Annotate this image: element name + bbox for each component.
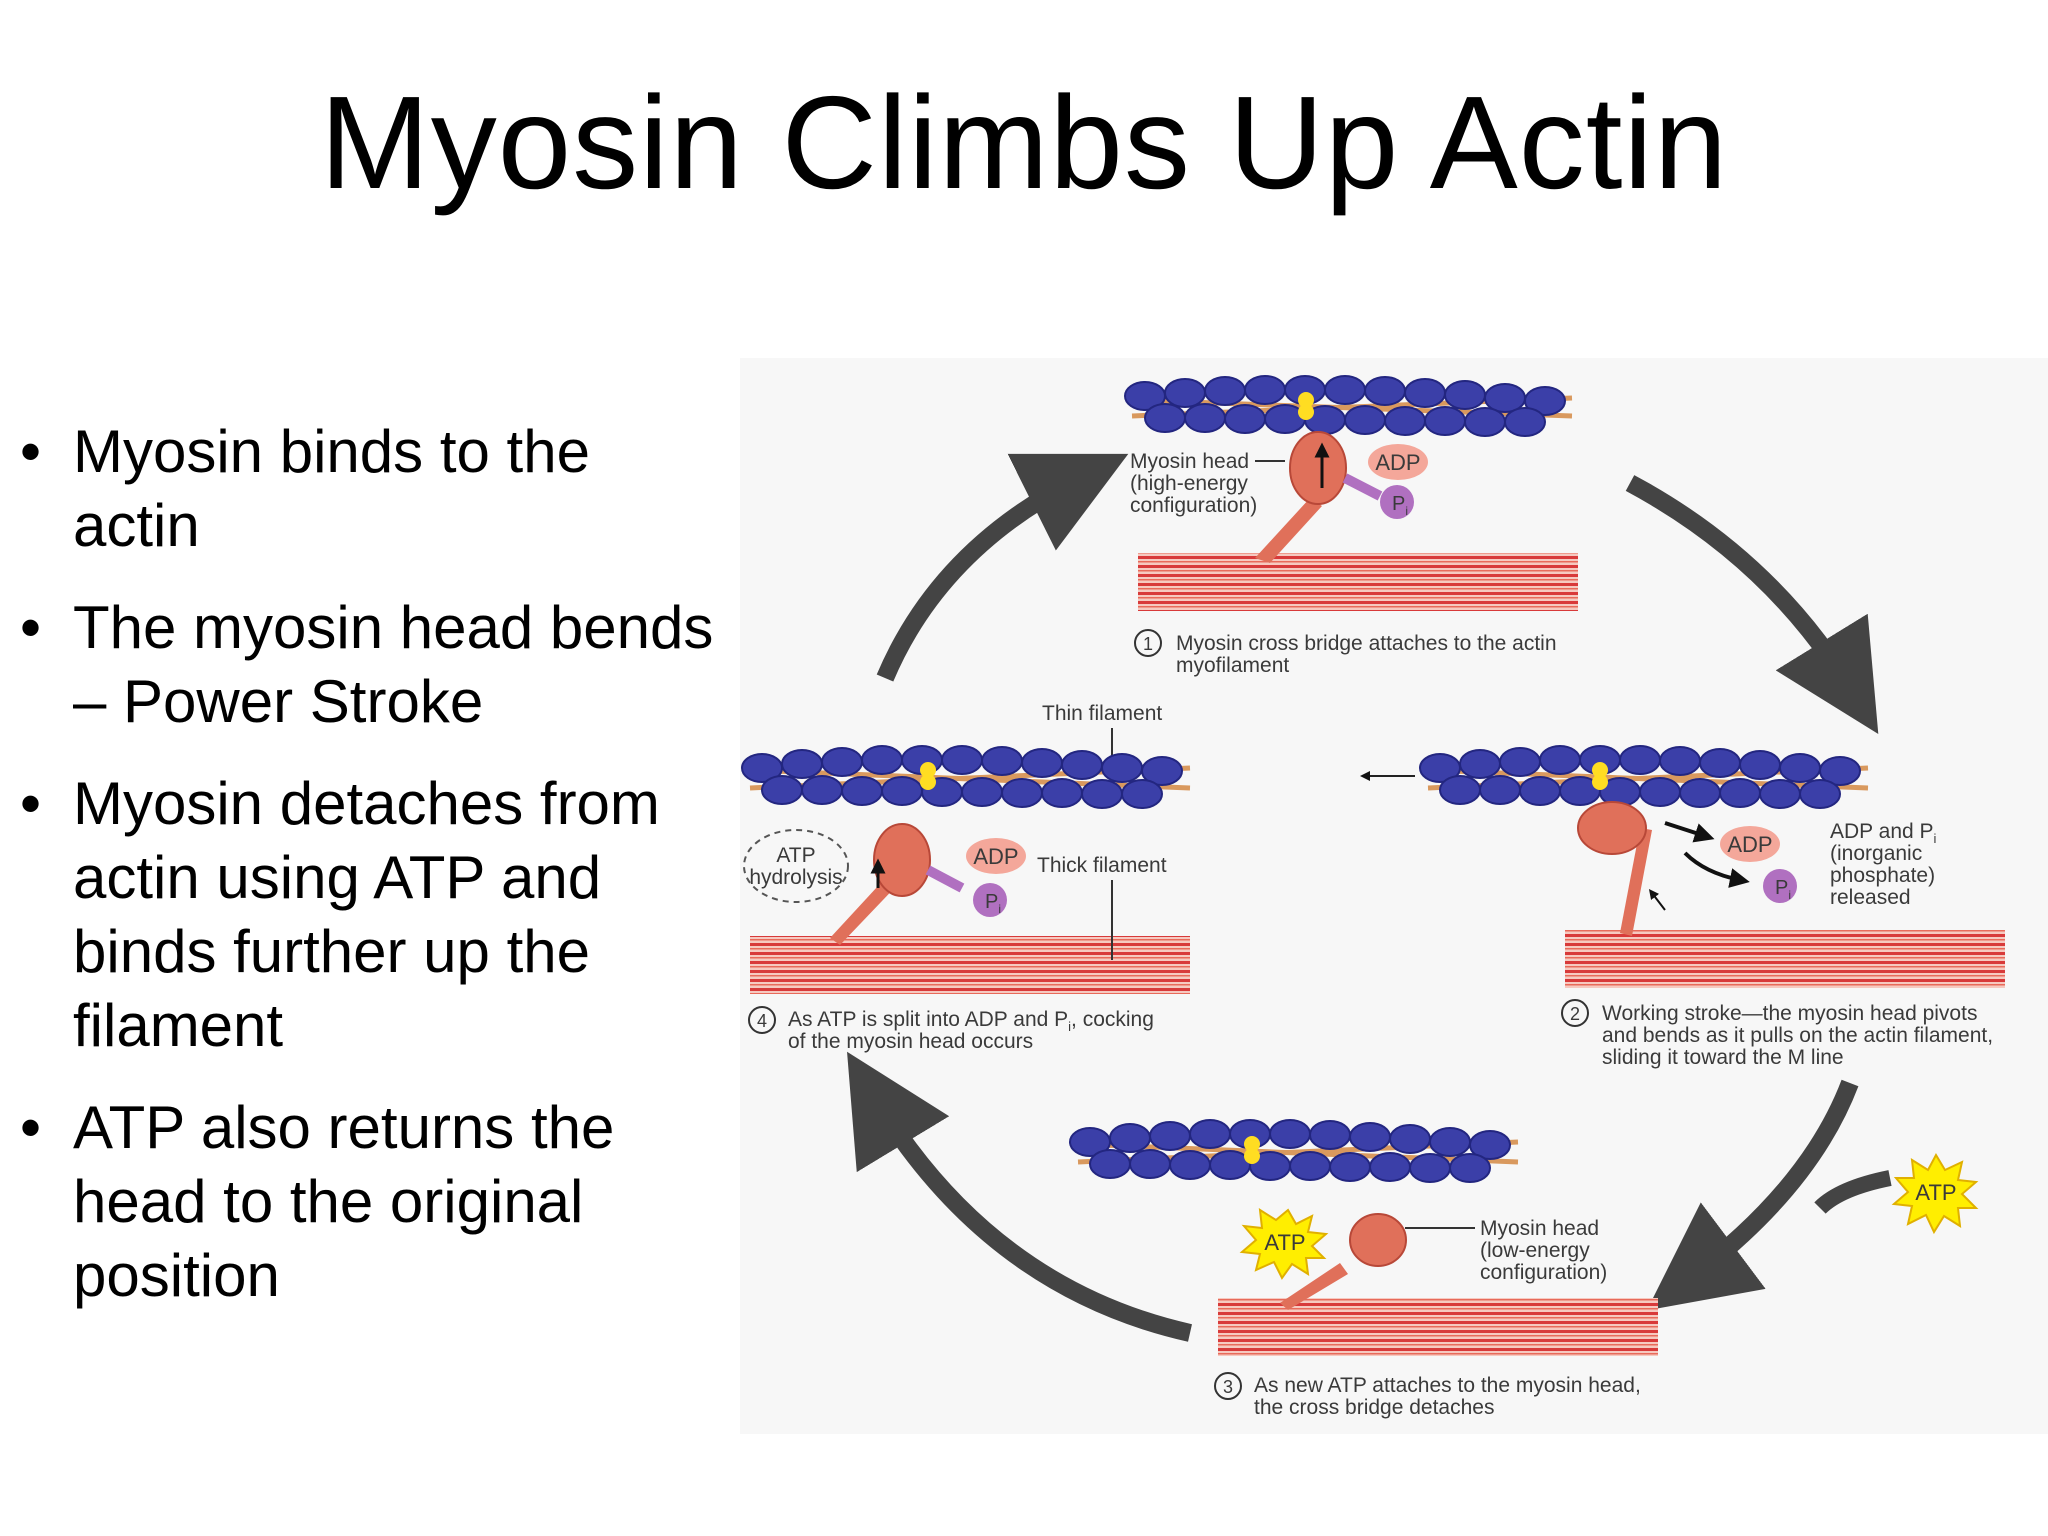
atp-star-icon (1891, 1152, 1979, 1235)
myosin-head (873, 823, 931, 897)
thin-filament (741, 745, 1191, 809)
thick-filament (1138, 553, 1578, 611)
release-label: phosphate) (1830, 864, 1935, 887)
pi-label: Pi (1775, 877, 1791, 902)
bullet-dot-icon: • (20, 594, 42, 661)
myosin-neck (830, 873, 902, 945)
step3-caption: As new ATP attaches to the myosin head, (1254, 1374, 1641, 1397)
head-label: configuration) (1480, 1261, 1607, 1284)
myosin-neck (1280, 1263, 1348, 1310)
myosin-head (1349, 1213, 1407, 1267)
step-number: 4 (757, 1011, 767, 1031)
release-label: (inorganic (1830, 842, 1922, 865)
release-arrow-icon (1683, 851, 1750, 888)
bullet-item: • Myosin detaches from actin using ATP an… (20, 767, 720, 1063)
step-number-badge (1134, 629, 1162, 657)
step-number: 1 (1143, 634, 1153, 654)
step2-caption: sliding it toward the M line (1602, 1046, 1844, 1069)
pi-link (925, 865, 965, 893)
adp-label: ADP (1375, 450, 1420, 475)
step-number-badge (1561, 999, 1589, 1027)
pi-bubble (1763, 869, 1797, 903)
atp-entry-arrow (1814, 1170, 1892, 1214)
step1-panel: ADP Pi Myosin head (high-energy configur… (1124, 375, 1578, 677)
step3-caption: the cross bridge detaches (1254, 1396, 1494, 1419)
step3-panel: ATP Myosin head (low-energy configuratio… (1069, 1119, 1658, 1419)
head-label: Myosin head (1480, 1217, 1599, 1240)
release-arrow-icon (1664, 821, 1715, 843)
myosin-head (1577, 801, 1647, 855)
myosin-head (1289, 431, 1347, 505)
hydrolysis-label: ATP (776, 844, 815, 867)
pivot-arrow-icon (1648, 889, 1666, 911)
step4-caption: of the myosin head occurs (788, 1030, 1033, 1053)
bullet-item: • ATP also returns the head to the origin… (20, 1091, 720, 1313)
bullet-text: Myosin detaches from actin using ATP and… (73, 770, 660, 1059)
head-label: configuration) (1130, 494, 1257, 517)
atp-star-icon (1239, 1208, 1329, 1280)
hydrolysis-label: hydrolysis (749, 866, 842, 889)
atp-label: ATP (1264, 1230, 1305, 1255)
head-label: (high-energy (1130, 472, 1248, 495)
myosin-neck (1620, 828, 1652, 936)
cycle-arrow (847, 1051, 1192, 1342)
thick-filament (750, 936, 1190, 994)
release-label: ADP and Pi (1830, 820, 1937, 846)
thin-filament (1124, 375, 1573, 437)
adp-label: ADP (973, 844, 1018, 869)
step2-caption: and bends as it pulls on the actin filam… (1602, 1024, 1993, 1047)
bullet-list: • Myosin binds to the actin • The myosin h… (20, 415, 720, 1341)
step-number-badge (748, 1006, 776, 1034)
hydrolysis-bubble (743, 829, 849, 903)
cycle-arrow (876, 453, 1129, 682)
step-number: 2 (1570, 1004, 1580, 1024)
bullet-dot-icon: • (20, 1094, 42, 1161)
thin-filament-label: Thin filament (1042, 702, 1162, 725)
cross-bridge-cycle-svg: ADP Pi Myosin head (high-energy configur… (741, 375, 2005, 1419)
step2-caption: Working stroke—the myosin head pivots (1602, 1002, 1977, 1025)
cycle-arrow (1646, 1079, 1859, 1311)
pi-label: Pi (985, 891, 1001, 916)
slide-title: Myosin Climbs Up Actin (319, 69, 1729, 216)
release-label: released (1830, 886, 1911, 909)
pi-link (1342, 473, 1383, 501)
thin-filament (1419, 745, 1869, 809)
thick-filament (1565, 930, 2005, 988)
head-label: (low-energy (1480, 1239, 1590, 1262)
step4-caption: As ATP is split into ADP and Pi, cocking (788, 1008, 1154, 1034)
cross-bridge-cycle-figure: ADP Pi Myosin head (high-energy configur… (740, 358, 2048, 1434)
bullet-text: ATP also returns the head to the origina… (73, 1094, 615, 1309)
atp-label: ATP (1915, 1180, 1956, 1205)
adp-bubble (1720, 826, 1780, 862)
bullet-text: Myosin binds to the actin (73, 418, 590, 559)
thick-filament (1218, 1298, 1658, 1356)
myosin-neck (1255, 498, 1322, 563)
step4-panel: Thin filament ATP hydrolysis ADP Pi Thic… (741, 702, 1191, 1053)
pi-label: Pi (1392, 493, 1408, 518)
adp-bubble (966, 838, 1026, 874)
pi-bubble (1380, 485, 1414, 519)
thick-filament-label: Thick filament (1037, 854, 1167, 877)
step1-caption: myofilament (1176, 654, 1289, 677)
bullet-text: The myosin head bends – Power Stroke (73, 594, 714, 735)
thin-filament (1069, 1119, 1519, 1183)
step-number-badge (1214, 1372, 1242, 1400)
step2-panel: ADP Pi ADP and Pi (inorganic phosphate) … (1360, 745, 2005, 1069)
head-label: Myosin head (1130, 450, 1249, 473)
bullet-dot-icon: • (20, 418, 42, 485)
adp-bubble (1368, 444, 1428, 480)
step1-caption: Myosin cross bridge attaches to the acti… (1176, 632, 1557, 655)
incoming-atp: ATP (1891, 1152, 1979, 1235)
adp-label: ADP (1727, 832, 1772, 857)
bullet-dot-icon: • (20, 770, 42, 837)
bullet-item: • The myosin head bends – Power Stroke (20, 591, 720, 739)
step-number: 3 (1223, 1377, 1233, 1397)
cycle-arrow (1625, 475, 1879, 734)
pi-bubble (973, 883, 1007, 917)
bullet-item: • Myosin binds to the actin (20, 415, 720, 563)
